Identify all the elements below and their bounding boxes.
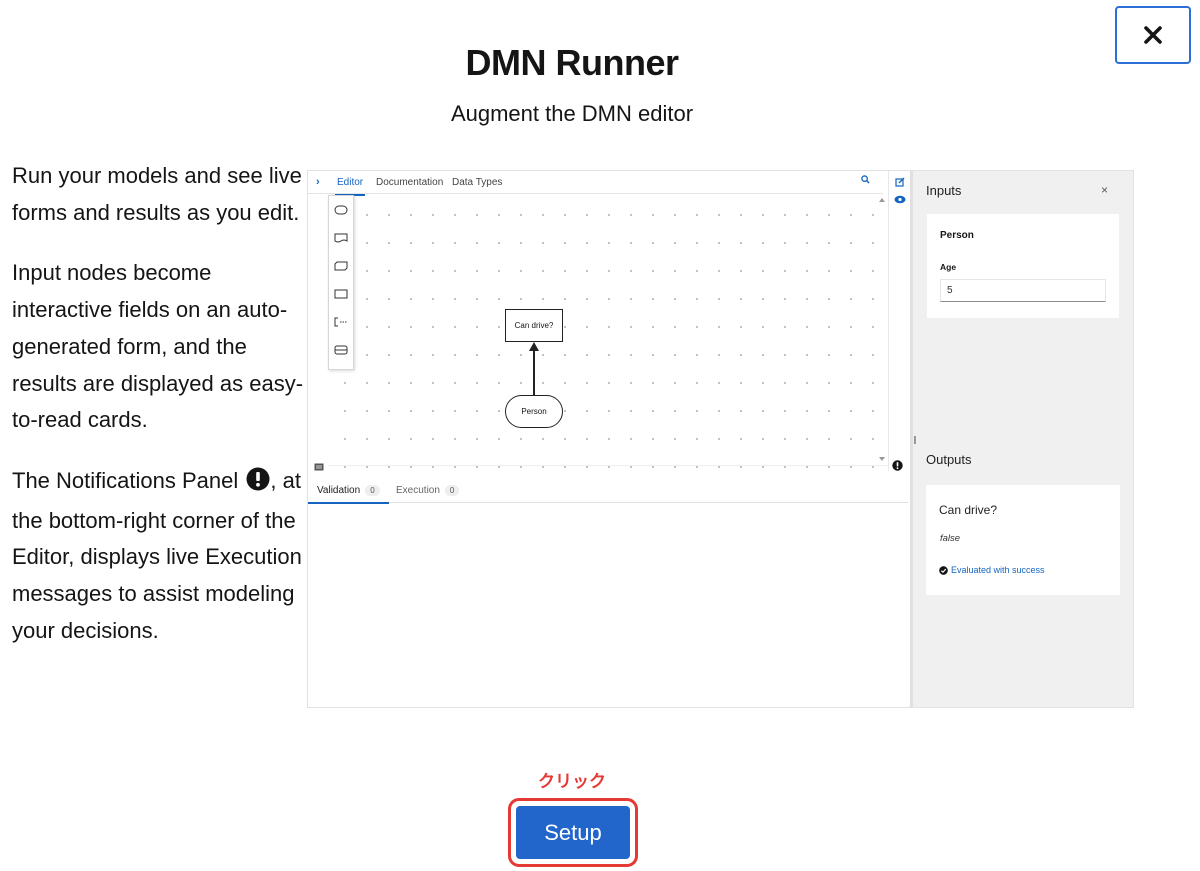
- input-data-node: Person: [505, 395, 563, 428]
- editor-tab-bar: › Editor Documentation Data Types: [308, 171, 883, 196]
- canvas-vertical-scrollbar: [878, 195, 887, 471]
- information-requirement-edge: [533, 349, 535, 395]
- node-palette: [328, 195, 354, 370]
- close-icon: [1144, 26, 1162, 44]
- output-result-card: Can drive? false Evaluated with success: [926, 485, 1120, 595]
- highlight-outline: [508, 798, 638, 867]
- dmn-runner-panel: Inputs × Person Age 5 Outputs Can drive?…: [913, 171, 1133, 707]
- palette-input-data-icon: [329, 196, 353, 224]
- dmn-runner-preview-image: › Editor Documentation Data Types Can dr…: [307, 170, 1134, 708]
- description-paragraph-2: Input nodes become interactive fields on…: [12, 260, 304, 433]
- inputs-form-card: Person Age 5: [927, 214, 1119, 318]
- palette-knowledge-source-icon: [329, 224, 353, 252]
- description-paragraph-3: The Notifications Panel , at the bottom-…: [12, 463, 304, 650]
- evaluation-status-text: Evaluated with success: [951, 565, 1045, 575]
- description-paragraph-1: Run your models and see live forms and r…: [12, 163, 302, 225]
- close-button[interactable]: [1115, 6, 1191, 64]
- palette-decision-icon: [329, 280, 353, 308]
- exclamation-circle-icon: [246, 466, 270, 503]
- outputs-title: Outputs: [926, 452, 972, 467]
- resize-grip: [914, 436, 916, 444]
- dmn-canvas: [328, 195, 883, 471]
- notifications-panel-text: The Notifications Panel: [12, 467, 239, 493]
- age-field: 5: [940, 279, 1106, 302]
- palette-decision-service-icon: [329, 336, 353, 364]
- chevron-right-icon: ›: [316, 176, 320, 188]
- modal-title: DMN Runner: [465, 42, 680, 83]
- person-label: Person: [940, 230, 974, 241]
- evaluation-status: Evaluated with success: [939, 565, 1045, 575]
- tab-editor: Editor: [334, 177, 366, 196]
- output-decision-value: false: [940, 533, 961, 544]
- setup-button[interactable]: Setup: [516, 806, 630, 859]
- keyboard-icon: [314, 458, 324, 476]
- palette-annotation-icon: [329, 308, 353, 336]
- eye-icon: [894, 195, 906, 204]
- decision-node: Can drive?: [505, 309, 563, 342]
- tab-data-types: Data Types: [452, 177, 503, 188]
- modal-subtitle: Augment the DMN editor: [450, 101, 694, 126]
- search-icon: [861, 175, 870, 187]
- check-circle-icon: [939, 565, 948, 575]
- output-decision-name: Can drive?: [939, 503, 998, 517]
- tab-execution: Execution 0: [396, 485, 460, 496]
- panel-divider: [910, 171, 913, 707]
- inputs-title: Inputs: [926, 183, 962, 198]
- notifications-exclamation-icon: [892, 458, 903, 476]
- age-label: Age: [940, 262, 957, 272]
- notifications-panel-text-rest: , at the bottom-right corner of the Edit…: [12, 467, 302, 643]
- edit-icon: [895, 177, 905, 187]
- execution-count-badge: 0: [444, 485, 460, 496]
- runner-close-icon: ×: [1101, 183, 1109, 197]
- tab-validation: Validation 0: [308, 485, 389, 504]
- tab-execution-label: Execution: [396, 485, 440, 496]
- tab-validation-label: Validation: [317, 485, 361, 496]
- description: Run your models and see live forms and r…: [12, 158, 304, 673]
- notifications-tab-bar: Validation 0 Execution 0: [308, 479, 908, 504]
- canvas-horizontal-scrollbar: [328, 465, 888, 473]
- palette-bkm-icon: [329, 252, 353, 280]
- editor-side-toolbar: [888, 171, 910, 471]
- tab-documentation: Documentation: [376, 177, 444, 188]
- validation-count-badge: 0: [365, 485, 380, 496]
- arrow-head: [529, 342, 539, 351]
- click-annotation: クリック: [538, 772, 606, 792]
